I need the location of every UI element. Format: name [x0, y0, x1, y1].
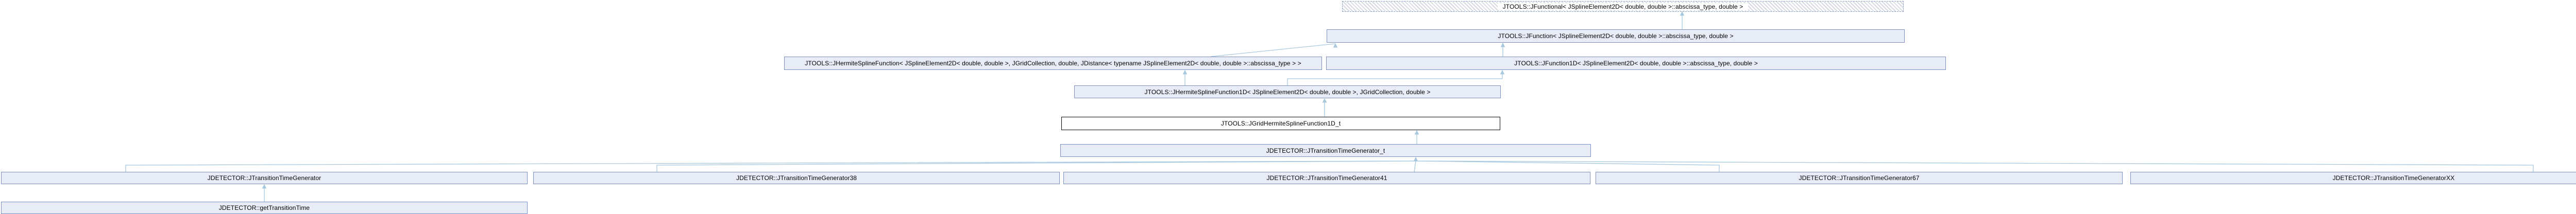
edge-jhermitesplinefunction-to-jfunction	[1210, 43, 1336, 57]
class-node-label: JDETECTOR::JTransitionTimeGenerator41	[1266, 174, 1387, 182]
class-node-jdetector-jtransitiontimegeneratorxx[interactable]: JDETECTOR::JTransitionTimeGeneratorXX	[2130, 172, 2576, 184]
class-node-label: JDETECTOR::JTransitionTimeGenerator	[207, 174, 321, 182]
class-node-jtools-jgridhermitesplinefunction1d-t[interactable]: JTOOLS::JGridHermiteSplineFunction1D_t	[1061, 117, 1500, 130]
class-node-jdetector-jtransitiontimegenerator38[interactable]: JDETECTOR::JTransitionTimeGenerator38	[533, 172, 1060, 184]
class-node-jdetector-jtransitiontimegenerator67[interactable]: JDETECTOR::JTransitionTimeGenerator67	[1596, 172, 2123, 184]
class-node-jtools-jfunction1d[interactable]: JTOOLS::JFunction1D< JSplineElement2D< d…	[1326, 57, 1946, 70]
class-node-label: JDETECTOR::getTransitionTime	[218, 204, 310, 211]
arrowhead-merged-to-jtransitiontimegenerator-t	[1413, 156, 1418, 162]
edge-gen38-to-t	[656, 160, 1416, 172]
arrowhead-jhermitesplinefunction-to-jfunction	[1333, 43, 1338, 48]
class-node-jtools-jhermitesplinefunction[interactable]: JTOOLS::JHermiteSplineFunction< JSplineE…	[784, 57, 1322, 70]
class-node-jtools-jfunctional[interactable]: JTOOLS::JFunctional< JSplineElement2D< d…	[1342, 1, 1904, 12]
edge-jhermitesplinefunction1d-to-jfunction1d	[1287, 70, 1503, 85]
edge-gen67-to-t	[1415, 160, 1720, 172]
edge-gen-to-t	[125, 160, 1416, 172]
arrowhead-jfunction-to-jfunctional	[1680, 11, 1685, 16]
arrowhead-gettransitiontime-to-jtransitiontimegenerator	[262, 184, 267, 189]
class-node-jtools-jhermitesplinefunction1d[interactable]: JTOOLS::JHermiteSplineFunction1D< JSplin…	[1074, 85, 1501, 98]
class-node-jdetector-jtransitiontimegenerator[interactable]: JDETECTOR::JTransitionTimeGenerator	[1, 172, 528, 184]
arrowhead-jfunction1d-to-jfunction	[1500, 42, 1505, 47]
class-node-label: JTOOLS::JHermiteSplineFunction1D< JSplin…	[1144, 88, 1431, 96]
arrowhead-jhermitesplinefunction1d-to-jhermitesplinefunction	[1182, 69, 1188, 75]
class-node-jdetector-jtransitiontimegenerator-t[interactable]: JDETECTOR::JTransitionTimeGenerator_t	[1060, 144, 1591, 157]
class-node-label: JTOOLS::JFunction1D< JSplineElement2D< d…	[1514, 60, 1758, 67]
class-node-jtools-jfunction[interactable]: JTOOLS::JFunction< JSplineElement2D< dou…	[1327, 29, 1905, 43]
class-node-label: JTOOLS::JHermiteSplineFunction< JSplineE…	[805, 60, 1301, 67]
edge-genxx-to-t	[1415, 160, 2534, 172]
class-node-jdetector-jtransitiontimegenerator41[interactable]: JDETECTOR::JTransitionTimeGenerator41	[1063, 172, 1590, 184]
arrowhead-jtransitiontimegenerator-t-to-jgridhermitesplinefunction1d	[1414, 130, 1419, 135]
class-node-label: JDETECTOR::JTransitionTimeGenerator38	[736, 174, 857, 182]
arrowhead-jgridhermitesplinefunction1d-to-jhermitesplinefunction1d	[1322, 98, 1327, 103]
class-node-label: JTOOLS::JFunctional< JSplineElement2D< d…	[1497, 3, 1749, 10]
arrowhead-jhermitesplinefunction1d-to-jfunction1d	[1500, 69, 1505, 75]
class-node-label: JTOOLS::JFunction< JSplineElement2D< dou…	[1498, 32, 1734, 40]
class-node-label: JDETECTOR::JTransitionTimeGenerator_t	[1266, 147, 1385, 154]
class-node-jdetector-gettransitiontime[interactable]: JDETECTOR::getTransitionTime	[1, 202, 528, 214]
class-node-label: JTOOLS::JGridHermiteSplineFunction1D_t	[1221, 120, 1341, 127]
class-node-label: JDETECTOR::JTransitionTimeGeneratorXX	[2332, 174, 2455, 182]
class-node-label: JDETECTOR::JTransitionTimeGenerator67	[1799, 174, 1920, 182]
edge-gen41-to-t	[1414, 160, 1416, 172]
